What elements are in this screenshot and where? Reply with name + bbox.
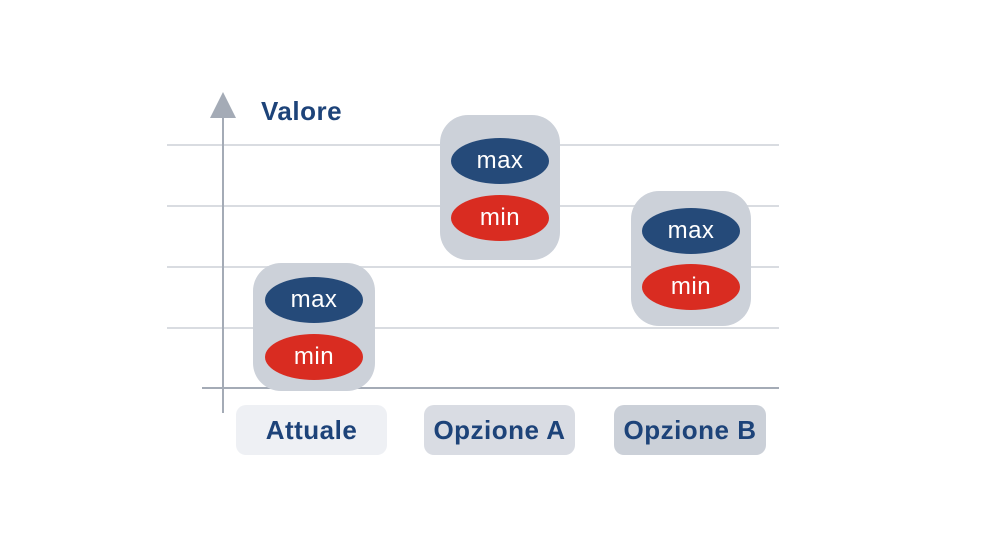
category-label-opzione-a: Opzione A <box>424 405 575 455</box>
max-ellipse-opzione-b: max <box>642 208 740 254</box>
min-ellipse-opzione-a: min <box>451 195 549 241</box>
y-axis-title: Valore <box>261 96 343 126</box>
min-label: min <box>479 204 521 231</box>
max-label: max <box>667 217 715 244</box>
gridline <box>167 327 779 329</box>
max-label: max <box>476 147 524 174</box>
gridline <box>167 266 779 268</box>
category-label-attuale: Attuale <box>236 405 387 455</box>
range-box-attuale: max min <box>253 263 375 391</box>
max-label: max <box>290 286 338 313</box>
range-box-opzione-a: max min <box>440 115 560 260</box>
min-ellipse-opzione-b: min <box>642 264 740 310</box>
min-label: min <box>293 343 335 370</box>
max-ellipse-opzione-a: max <box>451 138 549 184</box>
x-axis-line <box>202 387 779 389</box>
category-label-opzione-b: Opzione B <box>614 405 766 455</box>
y-axis-line <box>222 112 224 413</box>
range-box-opzione-b: max min <box>631 191 751 326</box>
min-ellipse-attuale: min <box>265 334 363 380</box>
arrow-up-icon <box>210 92 236 118</box>
min-label: min <box>670 273 712 300</box>
max-ellipse-attuale: max <box>265 277 363 323</box>
